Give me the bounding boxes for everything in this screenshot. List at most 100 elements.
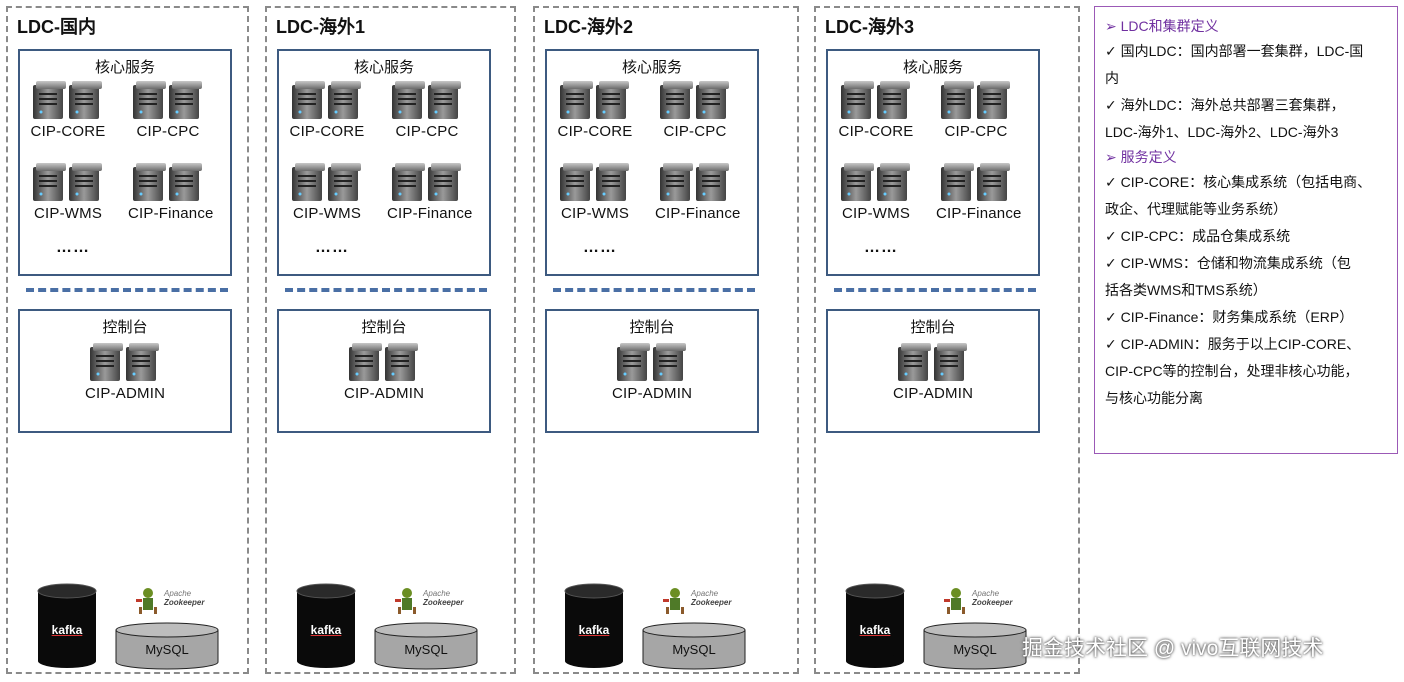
legend-line: LDC-海外1、LDC-海外2、LDC-海外3 <box>1105 124 1339 140</box>
server-label: CIP-CPC <box>395 123 459 140</box>
server-icon <box>836 79 916 121</box>
server-node: CIP-CORE <box>555 79 635 140</box>
server-label: CIP-Finance <box>128 205 214 222</box>
server-node: CIP-Finance <box>128 161 214 222</box>
server-node: CIP-WMS <box>555 161 635 222</box>
mysql-db: MySQL <box>374 622 478 670</box>
legend-line: ✓ CIP-Finance：财务集成系统（ERP） <box>1105 309 1354 325</box>
server-label: CIP-WMS <box>33 205 103 222</box>
server-icon <box>555 79 635 121</box>
separator-line <box>834 288 1036 292</box>
zookeeper-line1: Apache <box>972 589 1000 598</box>
console-title: 控制台 <box>361 319 407 336</box>
zookeeper-line1: Apache <box>164 589 192 598</box>
console-title: 控制台 <box>629 319 675 336</box>
server-node: CIP-ADMIN <box>612 341 692 402</box>
console-box: 控制台 CIP-ADMIN <box>18 309 232 433</box>
server-icon <box>612 341 692 383</box>
server-label: CIP-CPC <box>663 123 727 140</box>
more-services-ellipsis: …… <box>315 239 349 256</box>
server-icon <box>28 79 108 121</box>
server-node: CIP-ADMIN <box>893 341 973 402</box>
server-icon <box>387 79 467 121</box>
legend-line: CIP-CPC等的控制台，处理非核心功能， <box>1105 363 1359 379</box>
ldc-title: LDC-海外1 <box>276 17 365 37</box>
legend-line: ✓ CIP-CORE：核心集成系统（包括电商、 <box>1105 174 1372 190</box>
core-services-title: 核心服务 <box>94 59 155 76</box>
server-label: CIP-Finance <box>387 205 473 222</box>
more-services-ellipsis: …… <box>864 239 898 256</box>
server-node: CIP-CORE <box>836 79 916 140</box>
server-icon <box>555 161 635 203</box>
zookeeper-line2: Zookeeper <box>972 598 1013 607</box>
server-icon <box>836 161 916 203</box>
zookeeper-icon <box>393 587 421 620</box>
core-services-title: 核心服务 <box>621 59 682 76</box>
zookeeper-line1: Apache <box>691 589 719 598</box>
console-title: 控制台 <box>910 319 956 336</box>
console-box: 控制台 CIP-ADMIN <box>826 309 1040 433</box>
legend-line: ➢ 服务定义 <box>1105 149 1177 165</box>
server-node: CIP-WMS <box>28 161 108 222</box>
server-label: CIP-Finance <box>936 205 1022 222</box>
server-icon <box>655 161 735 203</box>
watermark: 掘金技术社区 @ vivo互联网技术 <box>1022 637 1324 660</box>
ldc-title: LDC-海外2 <box>544 17 633 37</box>
server-icon <box>387 161 467 203</box>
zookeeper-icon <box>942 587 970 620</box>
server-node: CIP-CPC <box>128 79 208 140</box>
mysql-label: MySQL <box>145 642 189 657</box>
server-icon <box>936 161 1016 203</box>
kafka-label: kafka <box>51 623 83 637</box>
server-icon <box>85 341 165 383</box>
zookeeper-line1: Apache <box>423 589 451 598</box>
console-box: 控制台 CIP-ADMIN <box>545 309 759 433</box>
server-icon <box>128 79 208 121</box>
mysql-label: MySQL <box>404 642 448 657</box>
legend-panel: ➢ LDC和集群定义 ✓ 国内LDC：国内部署一套集群，LDC-国 内 ✓ 海外… <box>1094 6 1398 454</box>
core-services-title: 核心服务 <box>902 59 963 76</box>
server-node: CIP-Finance <box>387 161 473 222</box>
separator-line <box>26 288 228 292</box>
server-label: CIP-CPC <box>136 123 200 140</box>
server-icon <box>128 161 208 203</box>
server-icon <box>287 79 367 121</box>
server-node: CIP-ADMIN <box>85 341 165 402</box>
server-icon <box>287 161 367 203</box>
server-label: CIP-CORE <box>557 123 633 140</box>
more-services-ellipsis: …… <box>583 239 617 256</box>
kafka-db: kafka <box>845 583 905 669</box>
server-node: CIP-CORE <box>287 79 367 140</box>
kafka-db: kafka <box>564 583 624 669</box>
ldc-title: LDC-国内 <box>17 17 96 37</box>
server-node: CIP-ADMIN <box>344 341 424 402</box>
legend-line: ➢ LDC和集群定义 <box>1105 18 1219 34</box>
legend-line: ✓ CIP-WMS：仓储和物流集成系统（包 <box>1105 255 1351 271</box>
legend-line: ✓ 海外LDC：海外总共部署三套集群， <box>1105 97 1345 113</box>
server-icon <box>655 79 735 121</box>
server-label: CIP-ADMIN <box>344 385 425 402</box>
server-node: CIP-Finance <box>655 161 740 222</box>
legend-line: ✓ 国内LDC：国内部署一套集群，LDC-国 <box>1105 43 1364 59</box>
zookeeper-icon <box>661 587 689 620</box>
legend-line: 政企、代理赋能等业务系统） <box>1105 201 1287 217</box>
server-label: CIP-CPC <box>944 123 1008 140</box>
legend-line: 括各类WMS和TMS系统） <box>1105 282 1267 298</box>
console-title: 控制台 <box>102 319 148 336</box>
legend-line: ✓ CIP-ADMIN：服务于以上CIP-CORE、 <box>1105 336 1361 352</box>
zookeeper-line2: Zookeeper <box>691 598 732 607</box>
